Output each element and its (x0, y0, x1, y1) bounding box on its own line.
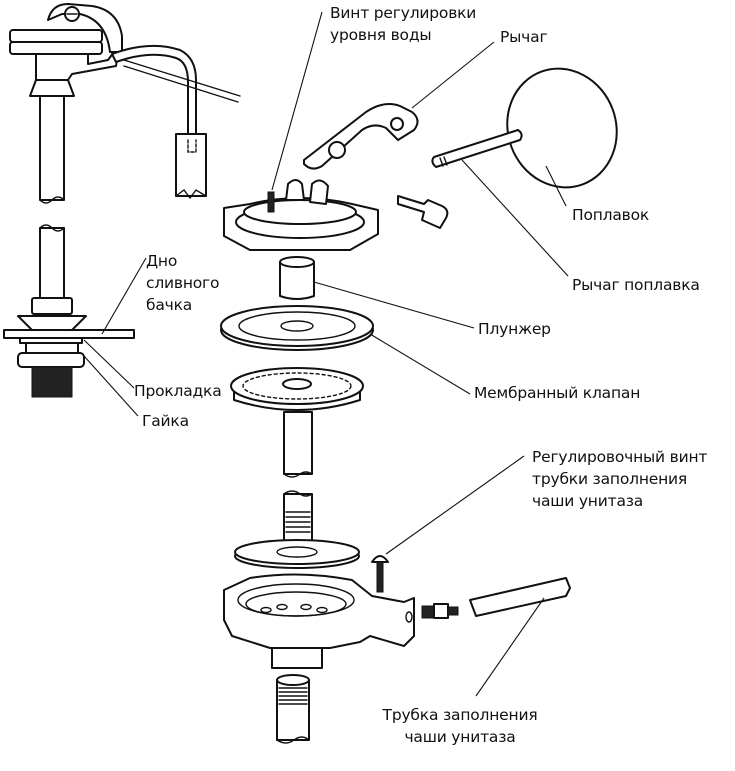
threaded-pipe-drawing (234, 490, 360, 569)
label-water-level-adjust-screw: Винт регулировки уровня воды (330, 2, 476, 46)
label-float-lever: Рычаг поплавка (572, 276, 700, 294)
label-line: чаши унитаза (532, 492, 644, 510)
fill-tube-drawing (421, 577, 571, 619)
pin-drawing (397, 195, 449, 229)
label-gasket: Прокладка (134, 382, 222, 400)
assembled-valve-drawing (9, 3, 241, 204)
lever-drawing (303, 103, 419, 170)
label-line: уровня воды (330, 26, 432, 44)
plunger-drawing (279, 256, 315, 300)
label-float: Поплавок (572, 206, 650, 224)
label-plunger: Плунжер (478, 320, 551, 338)
diaphragm-drawing (220, 305, 374, 351)
label-line: трубки заполнения (532, 470, 688, 488)
tank-mount-drawing (3, 224, 135, 398)
label-line: Дно (146, 252, 178, 270)
lower-housing-drawing (223, 573, 415, 669)
label-line: бачка (146, 296, 193, 314)
valve-seat-drawing (230, 367, 364, 478)
top-housing-drawing (223, 179, 379, 251)
label-line: Винт регулировки (330, 4, 477, 22)
label-line: чаши унитаза (404, 728, 516, 746)
label-diaphragm-valve: Мембранный клапан (474, 384, 641, 402)
label-lever: Рычаг (500, 28, 548, 46)
label-fill-tube-adjust-screw: Регулировочный винт трубки заполнения ча… (532, 446, 707, 512)
label-bowl-fill-tube: Трубка заполнения чаши унитаза (372, 704, 548, 748)
label-tank-bottom: Дно сливного бачка (146, 250, 219, 316)
small-screw-drawing (371, 555, 389, 593)
label-nut: Гайка (142, 412, 189, 430)
float-drawing (431, 67, 618, 189)
leader-lines (83, 11, 569, 697)
bottom-pipe-drawing (276, 674, 310, 744)
label-line: Трубка заполнения (382, 706, 538, 724)
label-line: Регулировочный винт (532, 448, 708, 466)
label-line: сливного (146, 274, 220, 292)
